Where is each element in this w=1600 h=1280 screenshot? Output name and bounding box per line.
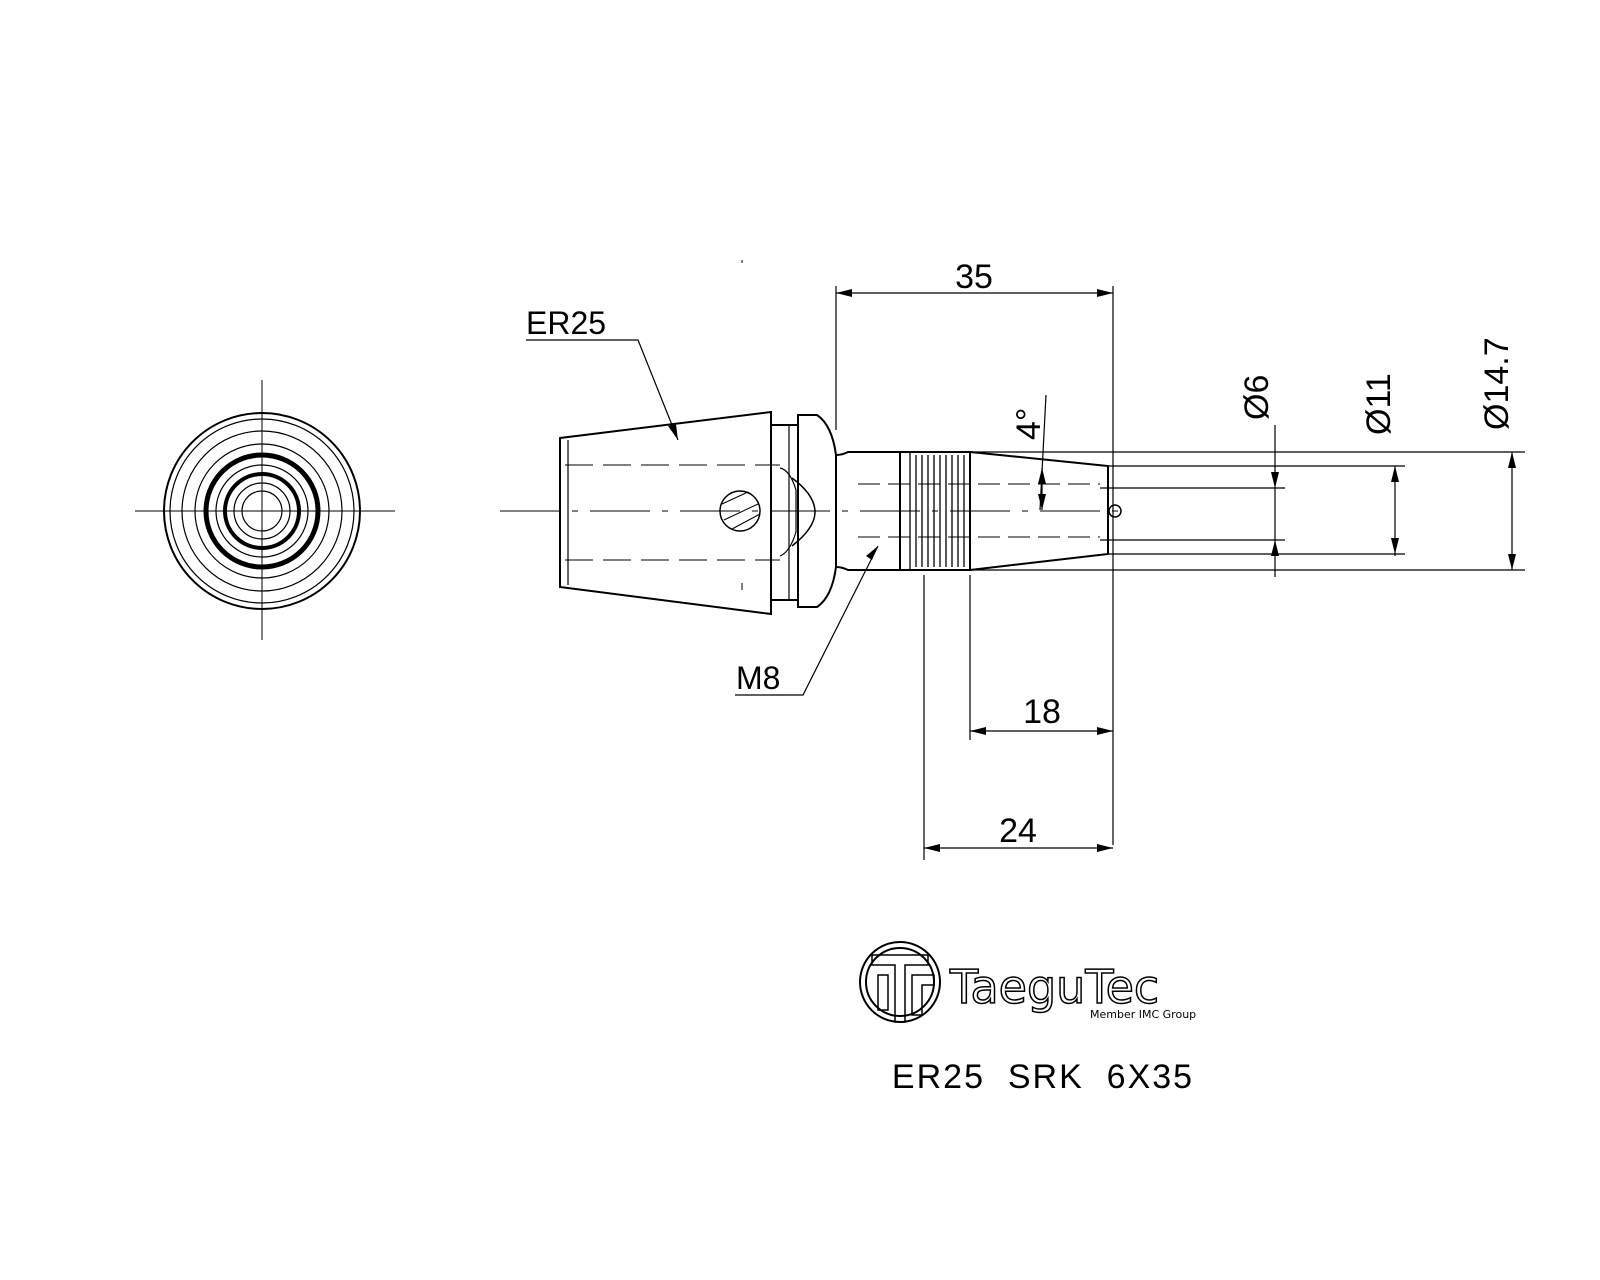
part-number: ER25 SRK 6X35 bbox=[892, 1058, 1194, 1096]
side-view bbox=[500, 260, 1125, 616]
dim-max-diameter: Ø14.7 bbox=[1478, 337, 1516, 430]
dim-35: 35 bbox=[955, 258, 993, 296]
dim-18: 18 bbox=[1023, 693, 1061, 731]
dim-24: 24 bbox=[999, 812, 1037, 850]
end-view bbox=[135, 380, 395, 640]
angle-label: 4° bbox=[1010, 407, 1048, 440]
collet-label: ER25 bbox=[526, 305, 606, 341]
logo-mark-icon bbox=[859, 941, 941, 1023]
thread-label: M8 bbox=[736, 660, 780, 696]
dim-bore-diameter: Ø6 bbox=[1238, 375, 1276, 420]
dimension-lines bbox=[526, 286, 1525, 860]
brand-tagline: Member IMC Group bbox=[1090, 1008, 1196, 1021]
brand-name: TaeguTec bbox=[949, 960, 1159, 1014]
taegutec-logo: TaeguTec Member IMC Group bbox=[859, 941, 1196, 1023]
dimension-arrows bbox=[668, 289, 1516, 852]
dim-nose-diameter: Ø11 bbox=[1360, 373, 1398, 435]
